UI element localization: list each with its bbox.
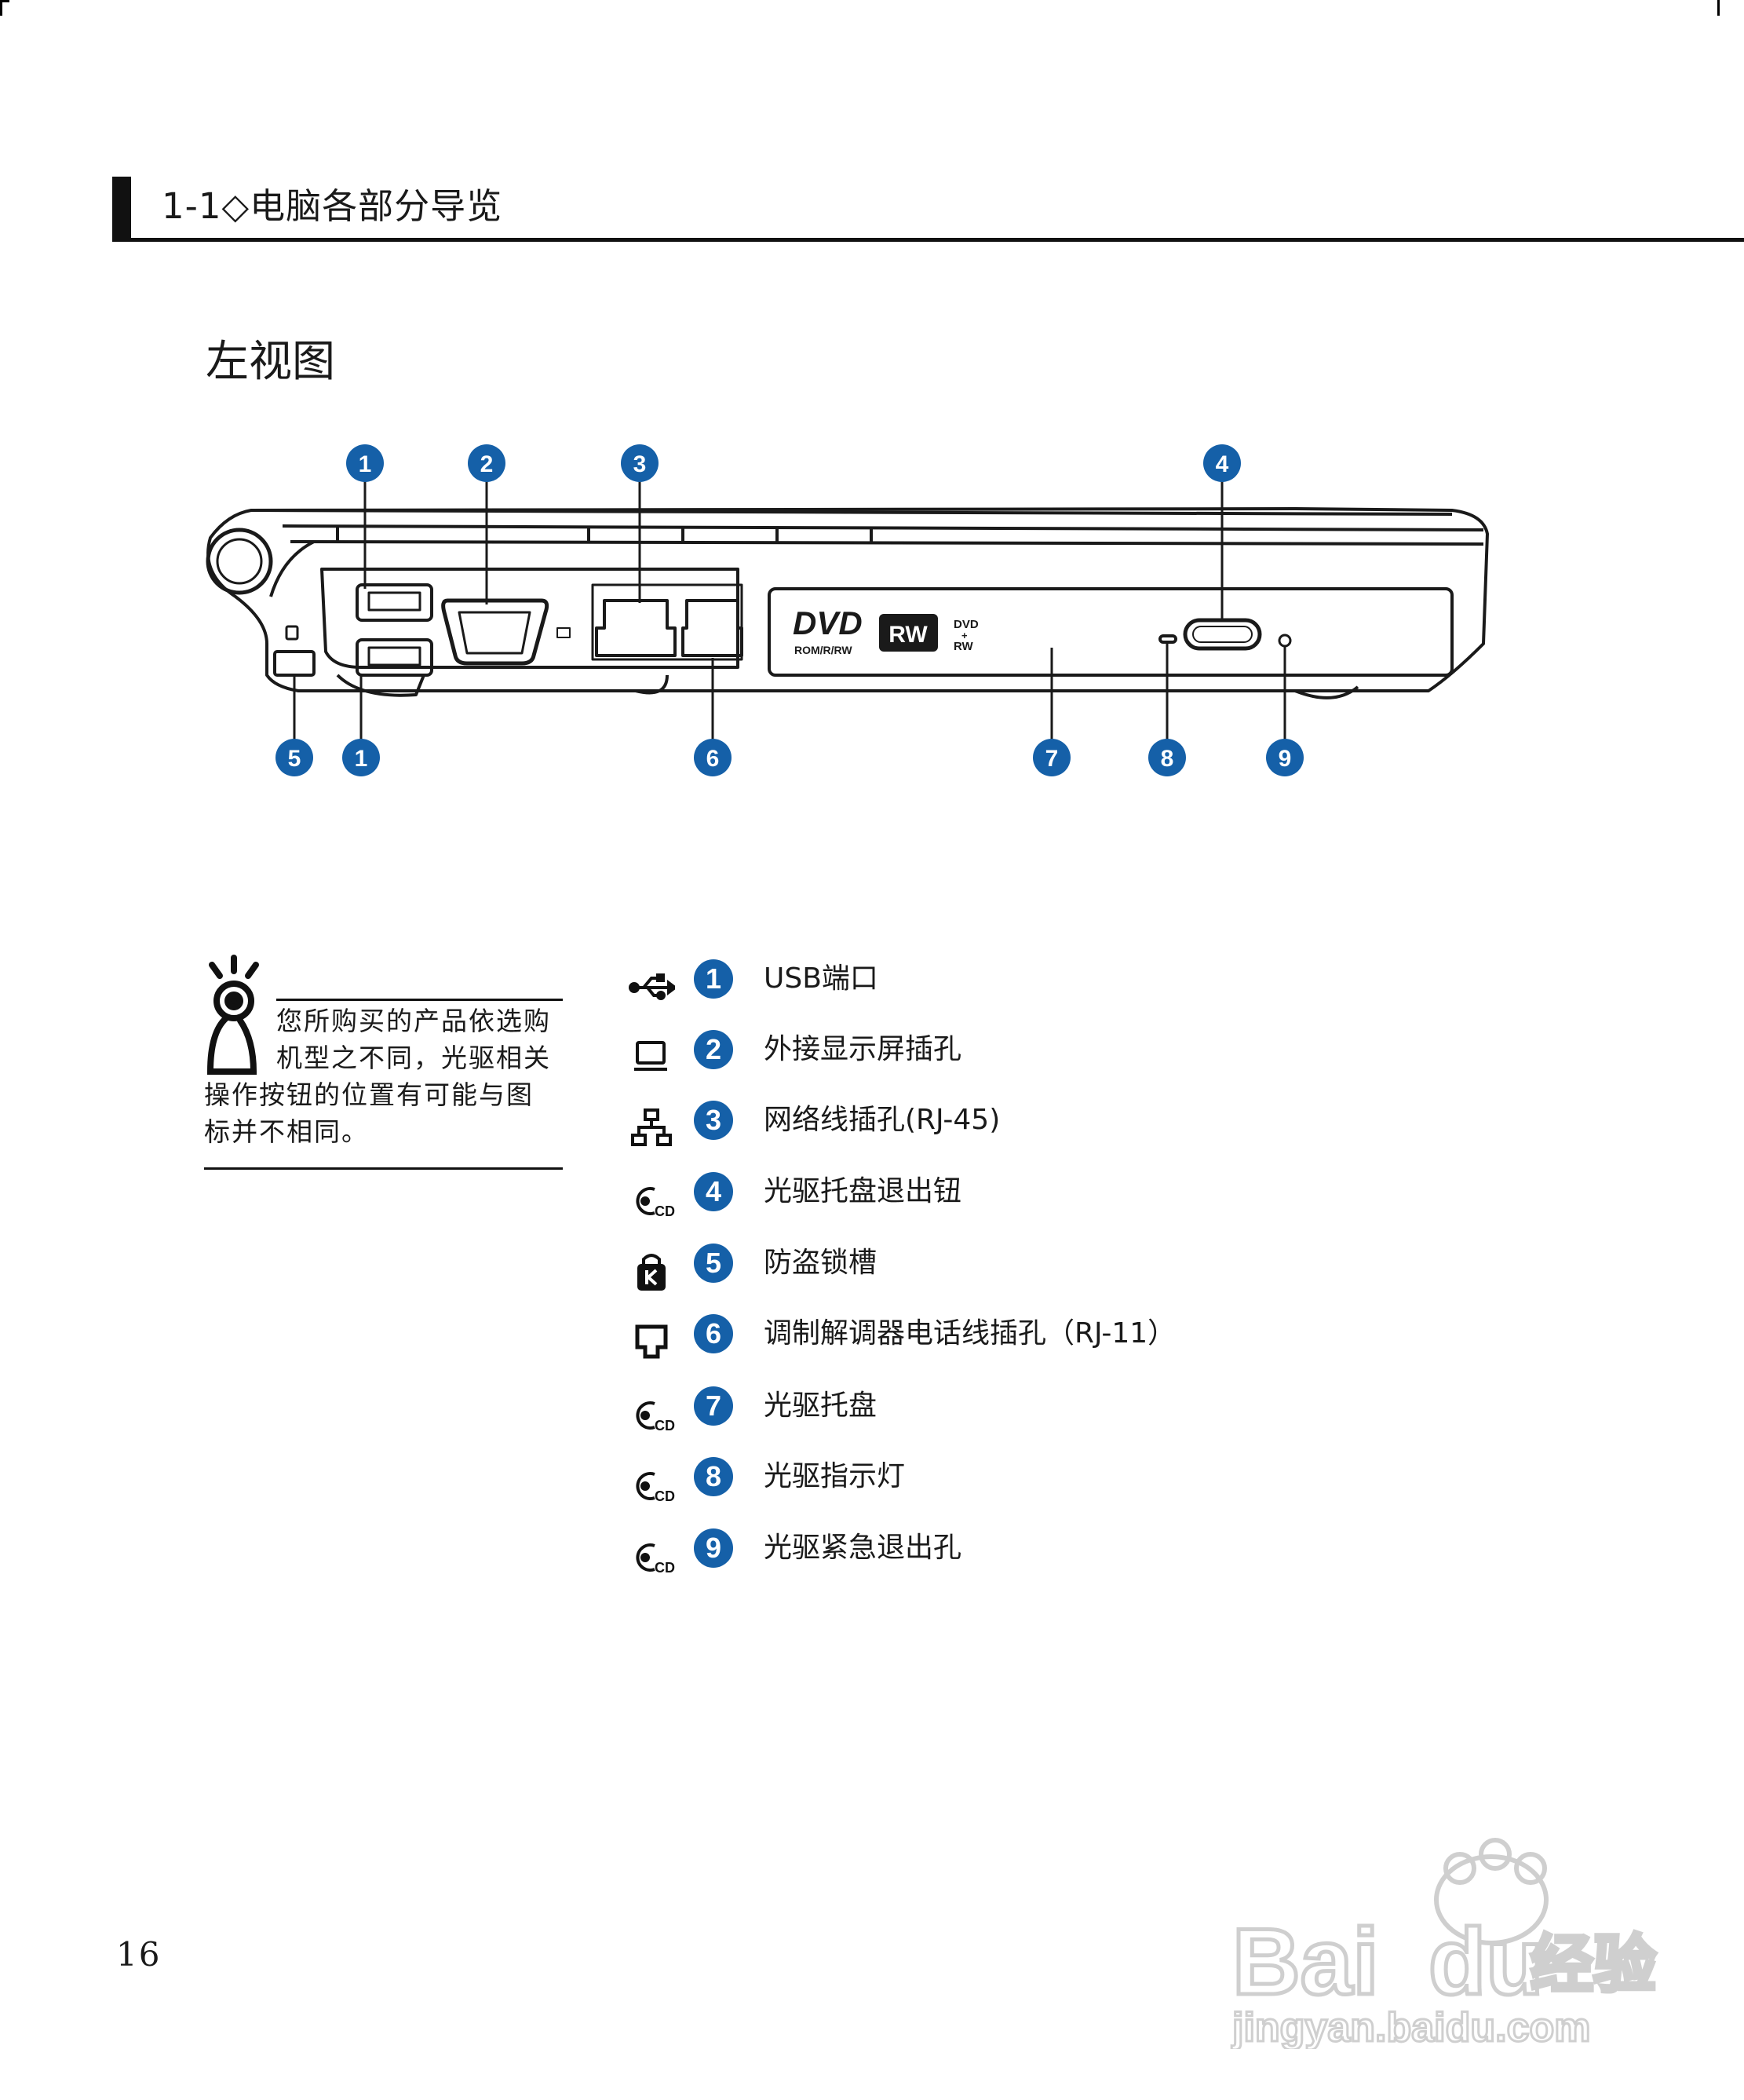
svg-text:du: du [1428, 1909, 1544, 2014]
rj-ports-panel [591, 583, 743, 661]
tip-bottom-rule [204, 1167, 563, 1170]
svg-text:8: 8 [1161, 746, 1174, 772]
tip-lightbulb-icon [206, 955, 259, 1075]
laptop-body-outline [206, 507, 1489, 692]
legend-label: 光驱紧急退出孔 [764, 1532, 962, 1564]
cd-icon: CD [628, 1463, 675, 1504]
callouts: 1 2 3 4 5 1 6 7 8 9 [275, 444, 1304, 776]
lock-slot [273, 650, 316, 677]
page-number: 16 [116, 1935, 162, 1974]
svg-text:+: + [961, 630, 968, 641]
svg-text:CD: CD [655, 1418, 675, 1433]
svg-text:4: 4 [1216, 451, 1229, 477]
legend-number-badge: 2 [694, 1030, 733, 1069]
svg-text:6: 6 [706, 746, 720, 772]
svg-text:DVD: DVD [793, 604, 863, 641]
legend-number-badge: 4 [694, 1172, 733, 1211]
legend-number-badge: 7 [694, 1386, 733, 1426]
legend-label: 光驱托盘 [764, 1390, 877, 1422]
header-title: 1-1◇电脑各部分导览 [162, 185, 503, 227]
tip-line: 您所购买的产品依选购 [276, 1006, 551, 1036]
usb-port-top [356, 583, 433, 622]
legend-number-badge: 5 [694, 1244, 733, 1283]
crop-mark-top-left [0, 0, 9, 2]
section-title: 左视图 [206, 336, 336, 386]
emergency-eject-hole [1278, 634, 1292, 648]
legend-number-badge: 9 [694, 1528, 733, 1568]
svg-text:CD: CD [655, 1488, 675, 1504]
svg-text:RW: RW [954, 640, 974, 653]
rj45-port [595, 599, 677, 657]
rj11-port [681, 599, 743, 657]
svg-text:3: 3 [633, 451, 647, 477]
legend-label: 光驱指示灯 [764, 1460, 906, 1492]
svg-text:经验: 经验 [1531, 1930, 1656, 2000]
phone-jack-icon [628, 1320, 675, 1361]
optical-drive-tray [768, 587, 1454, 677]
monitor-icon [628, 1036, 675, 1077]
kensington-lock-icon [628, 1250, 675, 1291]
svg-text:7: 7 [1045, 746, 1059, 772]
svg-text:1: 1 [359, 451, 372, 477]
svg-text:DVD: DVD [954, 618, 979, 631]
svg-text:CD: CD [655, 1203, 675, 1219]
tip-line: 操作按钮的位置有可能与图 [204, 1079, 534, 1110]
svg-text:1: 1 [355, 746, 368, 772]
svg-text:jingyan.baidu.com: jingyan.baidu.com [1231, 2005, 1591, 2049]
crop-mark-top-left-v [0, 0, 2, 16]
legend-label: 网络线插孔(RJ-45) [764, 1104, 1001, 1136]
baidu-jingyan-watermark: Bai du 经验 jingyan.baidu.com [1231, 1838, 1658, 2049]
legend-label: USB端口 [764, 962, 878, 995]
legend-number-badge: 3 [694, 1101, 733, 1140]
legend-number-badge: 8 [694, 1457, 733, 1496]
tip-line: 标并不相同。 [204, 1116, 369, 1147]
cd-icon: CD [628, 1393, 675, 1433]
svg-text:ROM/R/RW: ROM/R/RW [794, 644, 852, 656]
tip-top-rule [276, 999, 563, 1001]
cd-icon: CD [628, 1535, 675, 1576]
svg-text:RW: RW [888, 622, 928, 648]
legend-label: 外接显示屏插孔 [764, 1033, 962, 1065]
tip-text: 您所购买的产品依选购 机型之不同，光驱相关 操作按钮的位置有可能与图 标并不相同… [204, 1003, 561, 1150]
crop-mark-top-right [1717, 0, 1720, 16]
tip-line: 机型之不同，光驱相关 [276, 1043, 551, 1073]
header-bar [112, 177, 131, 242]
svg-text:5: 5 [288, 746, 301, 772]
usb-port-bottom [356, 638, 433, 677]
svg-text:9: 9 [1279, 746, 1292, 772]
port-panel [320, 568, 739, 669]
svg-text:2: 2 [480, 451, 494, 477]
cd-icon: CD [628, 1178, 675, 1219]
svg-text:CD: CD [655, 1560, 675, 1576]
legend-number-badge: 1 [694, 959, 733, 999]
vga-port [441, 598, 549, 666]
svg-text:Bai: Bai [1232, 1909, 1379, 2014]
legend-label: 调制解调器电话线插孔（RJ-11） [764, 1317, 1177, 1349]
legend-label: 光驱托盘退出钮 [764, 1175, 962, 1207]
dvd-logo: DVD ROM/R/RW RW DVD + RW [793, 604, 979, 656]
eject-button [1183, 618, 1262, 651]
header-rule [112, 238, 1744, 242]
odd-led [1158, 634, 1177, 644]
network-icon [628, 1107, 675, 1148]
hinge-circle [206, 528, 273, 595]
legend-label: 防盗锁槽 [764, 1247, 877, 1279]
usb-icon [628, 966, 678, 1006]
legend-number-badge: 6 [694, 1314, 733, 1353]
laptop-left-view-diagram: DVD ROM/R/RW RW DVD + RW 1 2 3 4 5 1 6 7… [206, 444, 1489, 776]
